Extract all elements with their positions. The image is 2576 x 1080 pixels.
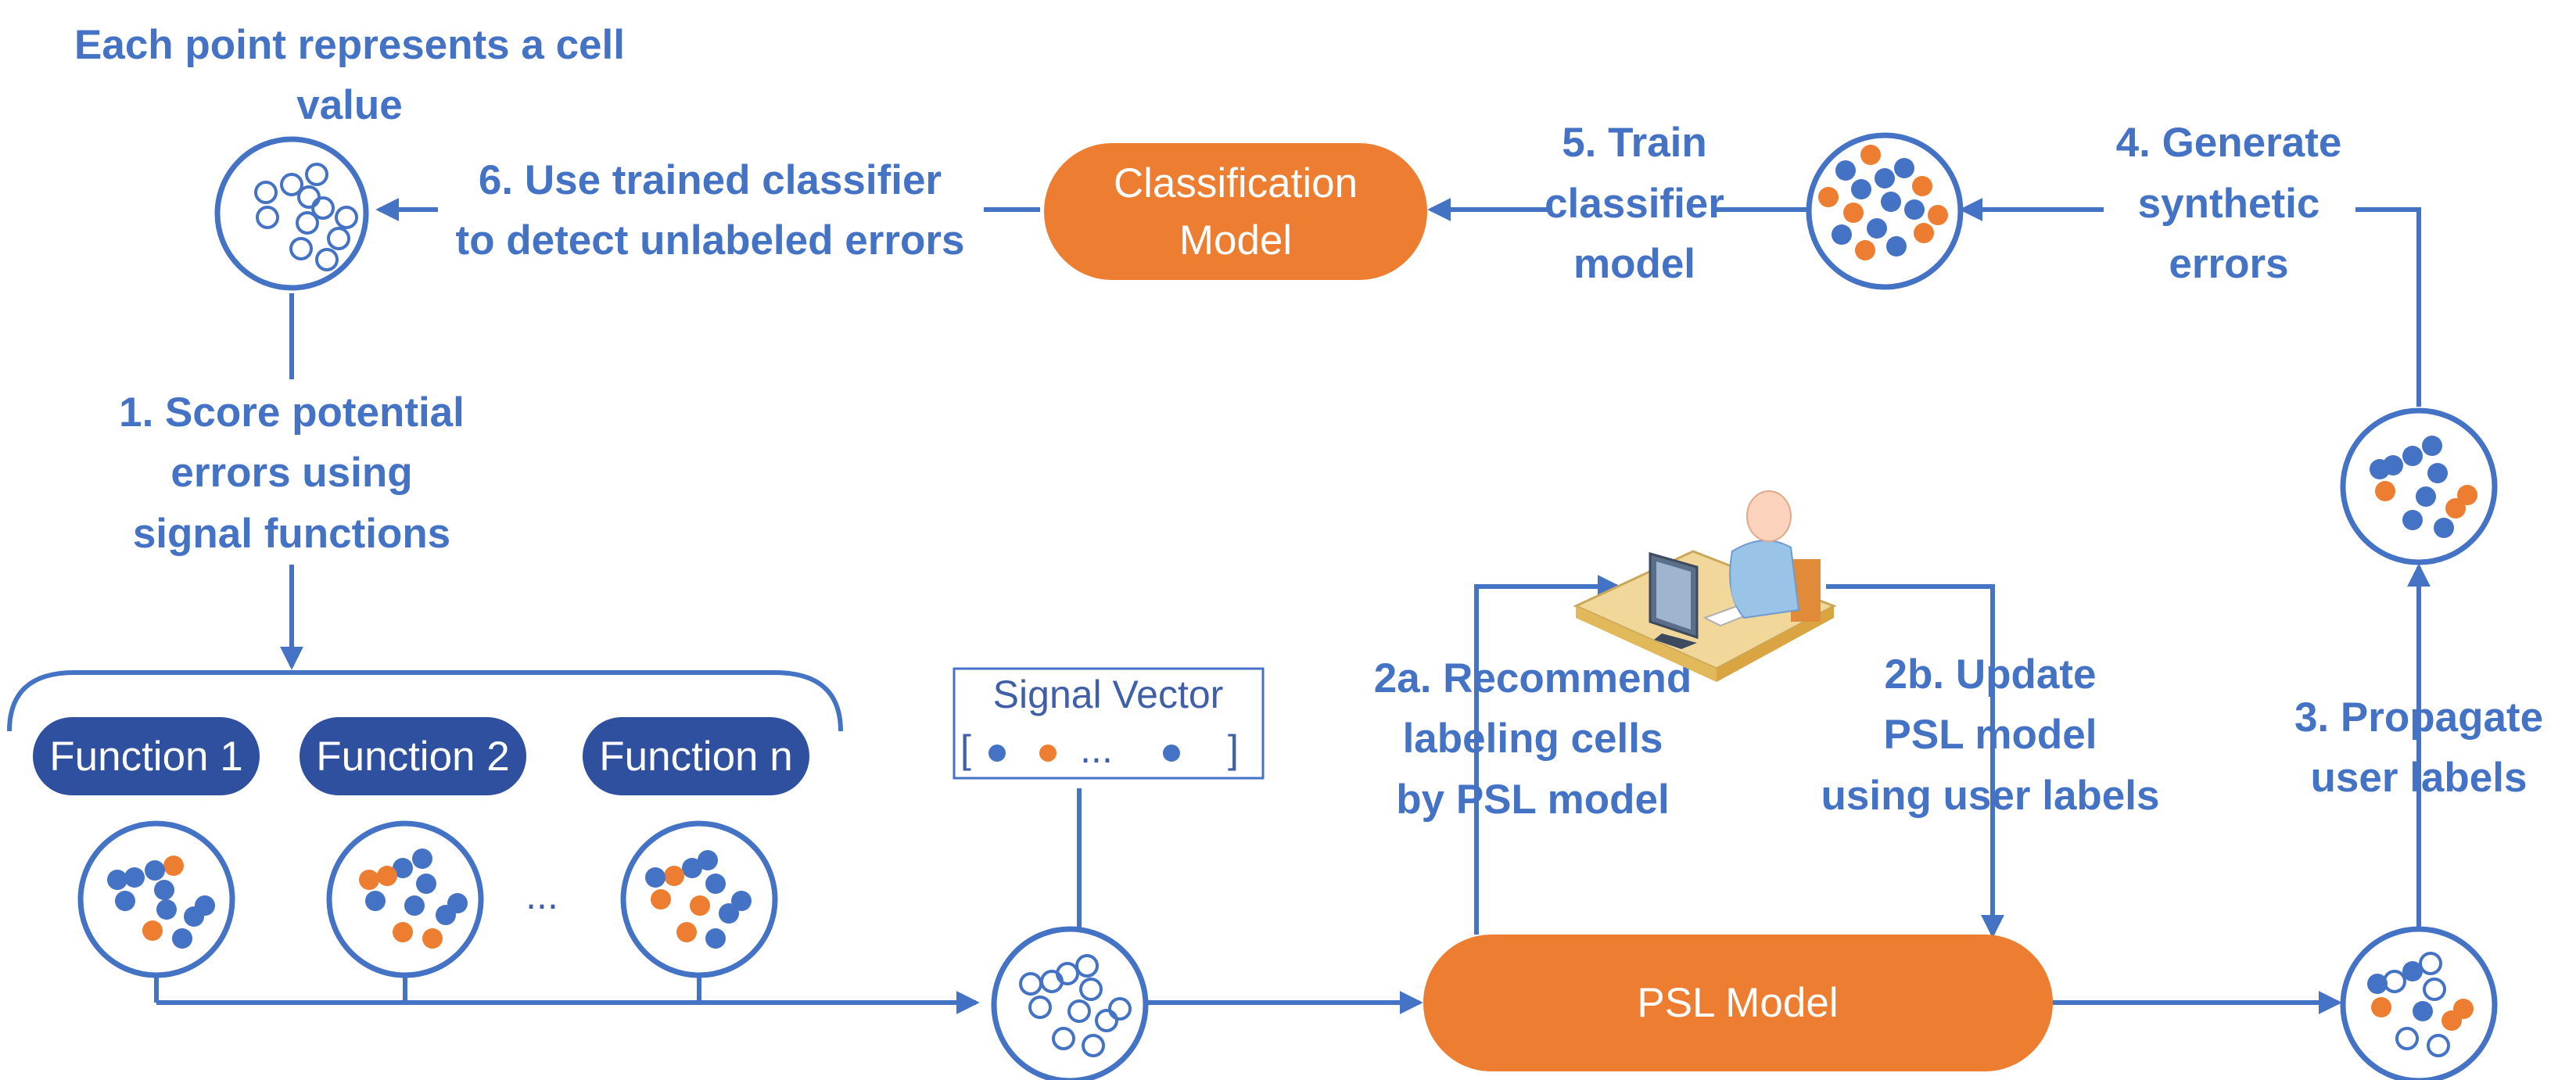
psl-model-label: PSL Model [1637,980,1838,1026]
step2b-line2: PSL model [1884,712,2097,758]
step6-line1: 6. Use trained classifier [479,157,942,203]
functions-ellipsis: ... [526,874,558,917]
signal-vector-point-3 [1163,745,1180,762]
arrow-psl-to-user [1474,575,1621,935]
function-1-box: Function 1 [33,717,260,795]
step1-line3: signal functions [133,511,450,557]
point-note-line1: Each point represents a cell [74,22,625,68]
step3-line1: 3. Propagate [2294,694,2543,741]
signal-vector-open-bracket: [ [960,727,971,771]
step5-line2: classifier [1545,181,1724,227]
step5-line1: 5. Train [1562,120,1707,166]
functions-brace [7,670,843,732]
step2a-line1: 2a. Recommend [1374,655,1692,701]
function-2-box: Function 2 [300,717,526,795]
function-1-label: Function 1 [49,734,242,780]
signal-vector-ellipsis: ... [1080,727,1113,771]
signal-vectors-circle [991,926,1149,1080]
signal-vector-box: Signal Vector [ ... ] [953,667,1265,780]
step3-line2: user labels [2311,755,2528,801]
classification-model-line1: Classification [1114,160,1358,206]
arrow-user-to-psl [1826,584,2004,938]
step5-line3: model [1573,241,1695,287]
step4-line2: synthetic [2138,181,2320,227]
psl-model-box: PSL Model [1423,935,2053,1071]
step4-line1: 4. Generate [2116,120,2342,166]
signal-vector-point-1 [988,745,1006,762]
step2b-line1: 2b. Update [1885,651,2097,698]
function-n-circle [620,820,778,978]
signal-vector-point-2 [1039,745,1057,762]
signal-vector-close-bracket: ] [1228,727,1239,771]
function-1-circle [77,820,235,978]
classification-model-box: Classification Model [1044,143,1427,280]
step2b-line3: using user labels [1821,773,2160,819]
step4-line3: errors [2169,241,2288,287]
user-at-computer-icon [1573,490,1837,682]
step1-line2: errors using [170,450,412,496]
step1-line1: 1. Score potential [119,389,465,436]
connector-right-up [2355,207,2421,407]
function-n-label: Function n [599,734,792,780]
cell-values-circle [214,136,369,291]
connectors [154,198,2431,1014]
signal-vector-title: Signal Vector [993,673,1224,716]
step2a-line3: by PSL model [1396,777,1670,823]
function-2-circle [326,820,484,978]
step2a-line2: labeling cells [1403,716,1663,762]
function-2-label: Function 2 [316,734,509,780]
training-data-circle [1806,132,1964,290]
point-note-line2: value [296,82,403,128]
function-n-box: Function n [583,717,809,795]
user-labels-circle [2340,926,2498,1080]
labeled-data-circle [2340,407,2498,565]
classification-model-line2: Model [1179,217,1292,264]
step6-line2: to detect unlabeled errors [456,217,965,264]
